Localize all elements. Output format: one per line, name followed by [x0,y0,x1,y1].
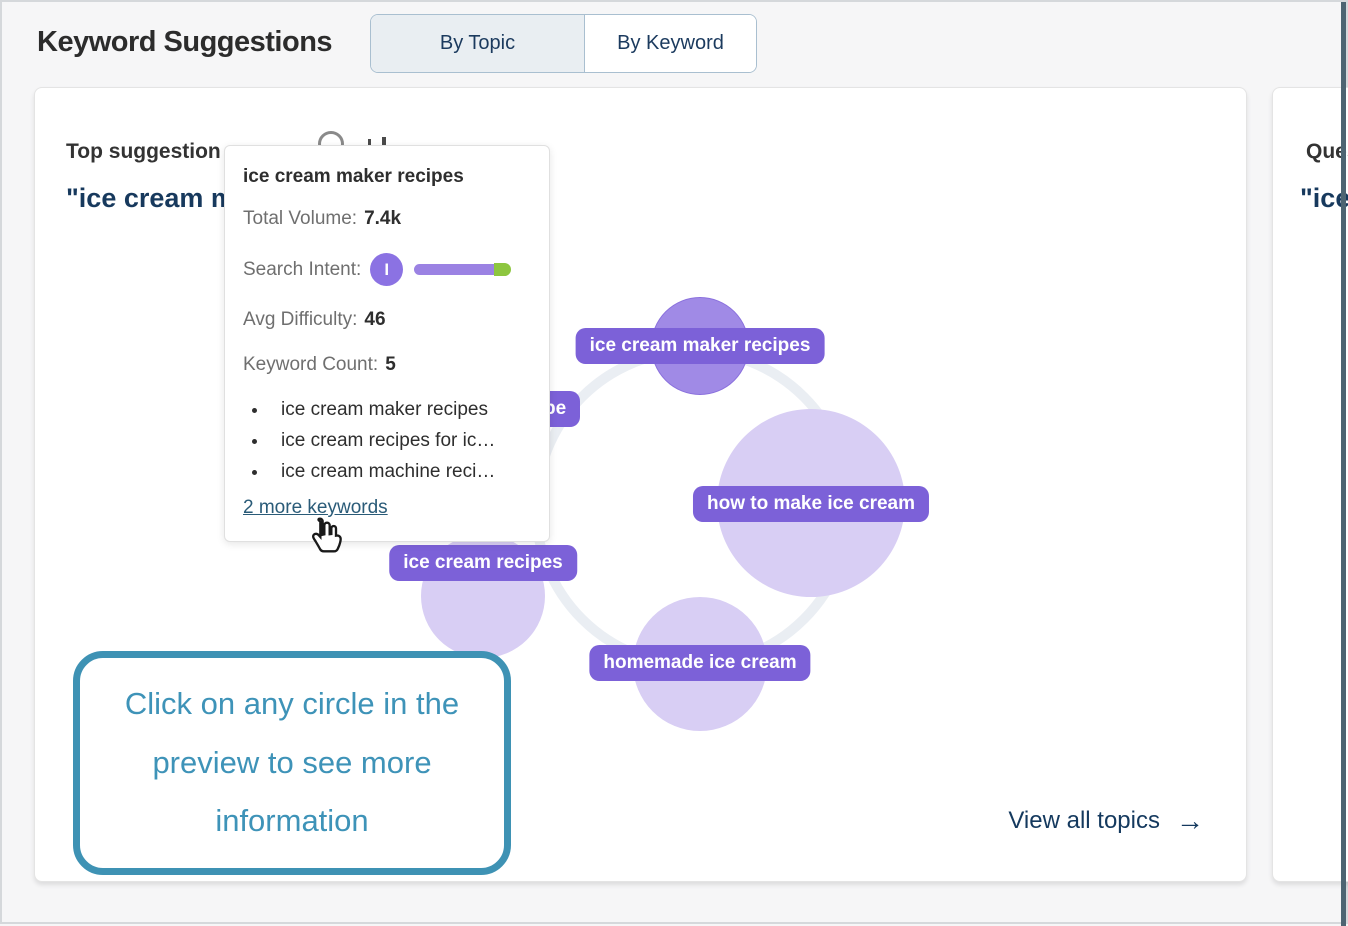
bubble-label-how-to-make-ice-cream[interactable]: how to make ice cream [692,486,930,522]
intent-bar-green-segment [494,263,512,276]
clipped-text-fragment [368,139,371,145]
clipped-text-fragment [382,137,386,145]
bubble-label-ice-cream-maker-recipes[interactable]: ice cream maker recipes [575,328,825,364]
search-intent-row: Search Intent: I [243,253,531,286]
question-heading: Questions [1306,140,1348,163]
right-arrow-icon: → [1176,805,1204,836]
tab-by-topic[interactable]: By Topic [371,15,585,72]
total-volume-label: Total Volume: [243,208,358,229]
more-keywords-link[interactable]: 2 more keywords [243,497,388,518]
view-all-topics-link[interactable]: View all topics → [1008,805,1204,837]
callout-box: Click on any circle in the preview to se… [73,651,511,875]
avg-difficulty-label: Avg Difficulty: [243,309,358,330]
question-suggestion-value: "ice cream maker recipes" [1300,183,1348,213]
total-volume-value: 7.4k [364,208,402,229]
bubble-label-homemade-ice-cream[interactable]: homemade ice cream [589,645,811,681]
keyword-count-row: Keyword Count: 5 [243,354,531,376]
keyword-count-label: Keyword Count: [243,354,379,375]
avg-difficulty-row: Avg Difficulty: 46 [243,309,531,331]
hand-cursor-icon [311,517,342,553]
topic-tooltip: ice cream maker recipes Total Volume: 7.… [224,145,550,542]
page-title: Keyword Suggestions [37,26,333,58]
total-volume-row: Total Volume: 7.4k [243,208,531,230]
keyword-list-item: ice cream machine reci… [269,461,531,483]
intent-bar-purple-segment [414,264,495,275]
topic-suggestions-card: Top suggestion "ice cream maker recipes"… [34,87,1247,882]
avg-difficulty-value: 46 [364,309,386,330]
intent-bar [414,263,512,276]
tab-by-keyword[interactable]: By Keyword [585,15,756,72]
informational-intent-icon: I [370,253,404,286]
top-suggestion-heading: Top suggestion [66,140,221,163]
view-all-topics-label: View all topics [1008,807,1160,834]
keyword-list: ice cream maker recipes ice cream recipe… [269,399,531,483]
keyword-list-item: ice cream recipes for ic… [269,430,531,452]
bubble-label-ice-cream-recipes[interactable]: ice cream recipes [389,545,577,581]
search-intent-label: Search Intent: [243,258,362,280]
keyword-count-value: 5 [385,354,396,375]
keyword-list-item: ice cream maker recipes [269,399,531,421]
scrollbar[interactable] [1341,2,1346,926]
callout-text: Click on any circle in the preview to se… [124,685,460,839]
question-suggestions-card: Questions "ice cream maker recipes" [1272,87,1348,882]
tooltip-title: ice cream maker recipes [243,166,464,187]
view-tab-group: By Topic By Keyword [370,14,757,73]
